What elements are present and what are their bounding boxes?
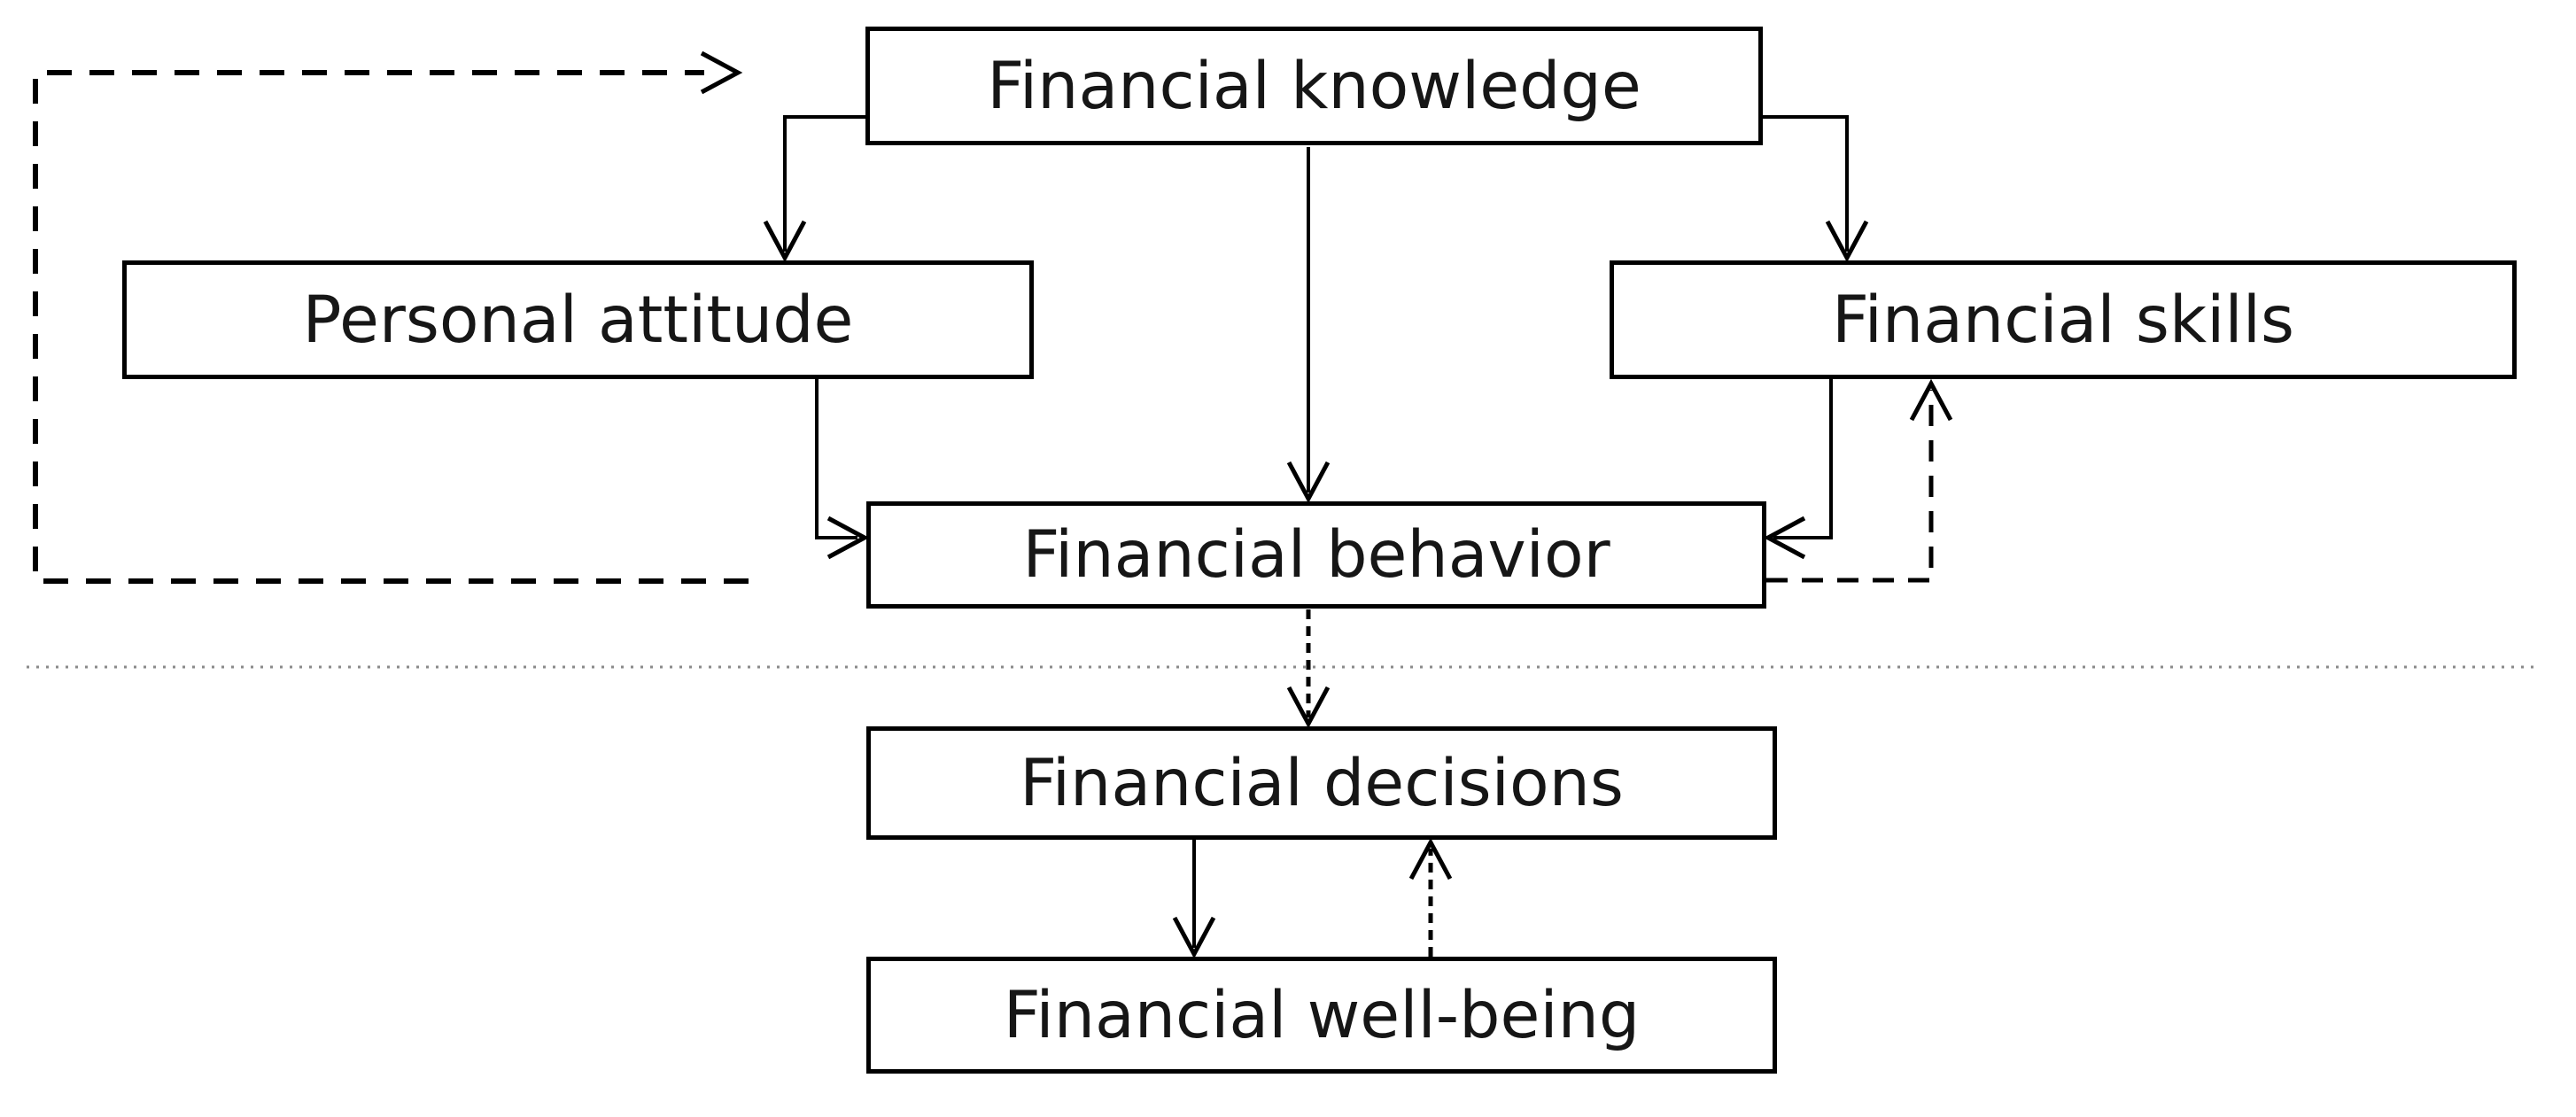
arrow-skills-to-behavior <box>1763 379 1833 560</box>
arrow-knowledge-to-skills <box>1763 115 1869 263</box>
arrow-attitude-to-behavior <box>815 379 870 560</box>
arrow-behavior-to-decisions-dotted <box>1286 609 1331 729</box>
node-label: Financial behavior <box>1022 517 1610 593</box>
arrow-wellbeing-to-decisions-dotted <box>1408 837 1453 957</box>
node-financial-decisions: Financial decisions <box>866 726 1777 840</box>
node-label: Financial knowledge <box>987 48 1641 124</box>
node-label: Financial well-being <box>1003 977 1641 1053</box>
node-label: Personal attitude <box>302 282 854 358</box>
arrow-knowledge-to-attitude <box>763 115 865 263</box>
node-financial-skills: Financial skills <box>1610 260 2517 379</box>
node-financial-knowledge: Financial knowledge <box>865 27 1763 145</box>
node-label: Financial skills <box>1831 282 2295 358</box>
node-personal-attitude: Personal attitude <box>122 260 1034 379</box>
arrow-behavior-to-skills-dashed <box>1766 378 1953 583</box>
node-label: Financial decisions <box>1020 745 1624 821</box>
node-financial-behavior: Financial behavior <box>866 501 1766 609</box>
arrow-decisions-to-wellbeing <box>1172 840 1216 959</box>
arrow-knowledge-to-behavior <box>1286 147 1331 504</box>
node-financial-well-being: Financial well-being <box>866 957 1777 1074</box>
